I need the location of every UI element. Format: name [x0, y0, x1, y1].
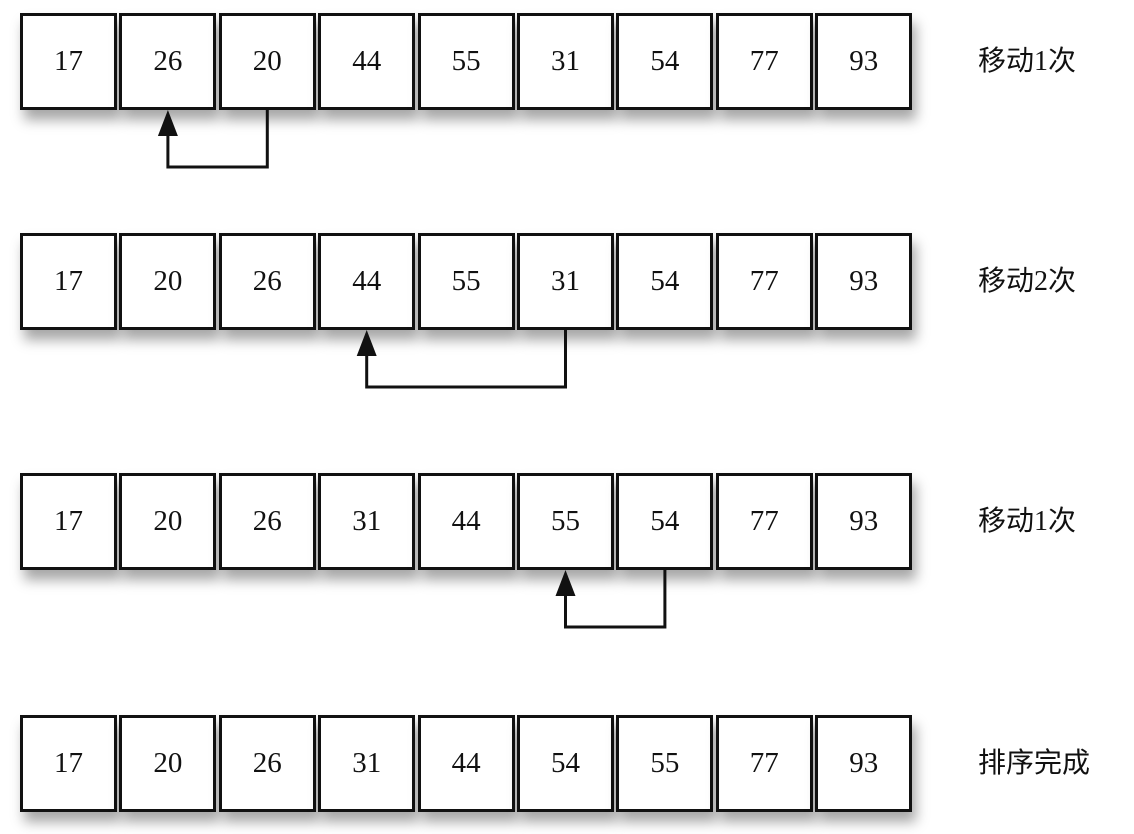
array-cell: 26	[218, 715, 316, 812]
arrow-head-icon	[555, 570, 576, 596]
array-cell: 17	[20, 715, 117, 812]
array-cell: 54	[616, 233, 714, 330]
step-label: 移动1次	[978, 46, 1077, 77]
array-cell: 77	[715, 715, 813, 812]
array-cell: 20	[218, 13, 316, 110]
array-cell: 44	[318, 13, 416, 110]
array-cell: 17	[20, 13, 117, 110]
array-cell: 31	[517, 13, 614, 110]
array-cell: 26	[218, 233, 316, 330]
array-cell: 54	[616, 13, 714, 110]
array-cell: 93	[815, 13, 913, 110]
arrow-head-icon	[356, 330, 377, 356]
array-cell: 77	[715, 473, 813, 570]
array-cell: 20	[119, 233, 217, 330]
array-cell: 54	[616, 473, 714, 570]
array-cell: 31	[318, 473, 416, 570]
array-cell: 31	[517, 233, 614, 330]
move-arrow-line	[564, 569, 667, 629]
array-cell: 77	[715, 13, 813, 110]
move-arrow-line	[365, 329, 567, 389]
array-cell: 93	[815, 473, 913, 570]
array-cell: 44	[417, 473, 515, 570]
array-cell: 26	[119, 13, 217, 110]
array-cell: 31	[318, 715, 416, 812]
array-cell: 20	[119, 473, 217, 570]
array-cell: 54	[517, 715, 614, 812]
array-cell: 55	[417, 13, 515, 110]
array-cell: 26	[218, 473, 316, 570]
array-cell: 44	[318, 233, 416, 330]
step-label: 移动1次	[978, 506, 1077, 537]
array-cell: 93	[815, 233, 913, 330]
array-cell: 93	[815, 715, 913, 812]
array-cell: 17	[20, 473, 117, 570]
array-cell: 44	[417, 715, 515, 812]
array-cell: 77	[715, 233, 813, 330]
array-cell: 55	[417, 233, 515, 330]
step-label: 排序完成	[978, 748, 1091, 779]
arrow-head-icon	[157, 110, 178, 136]
step-label: 移动2次	[978, 266, 1077, 297]
array-cell: 20	[119, 715, 217, 812]
array-cell: 17	[20, 233, 117, 330]
array-cell: 55	[517, 473, 614, 570]
array-cell: 55	[616, 715, 714, 812]
move-arrow-line	[166, 109, 269, 169]
